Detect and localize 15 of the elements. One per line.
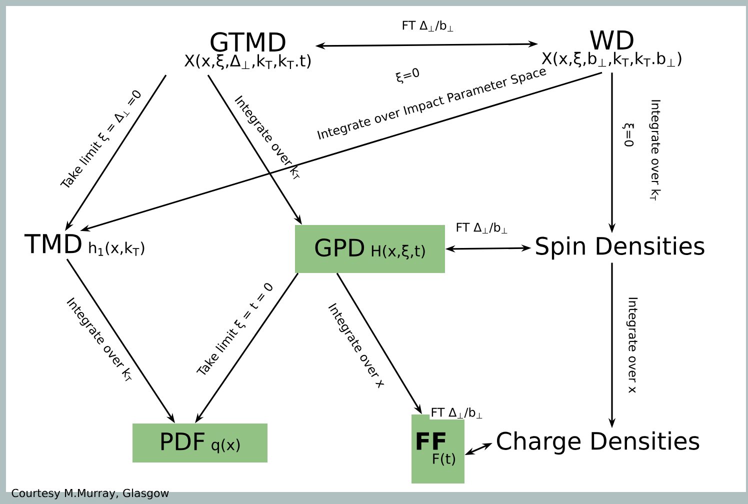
node-label: Charge Densities [496, 431, 700, 455]
edge-label: FT Δ$_{⊥}$/b$_{⊥}$ [454, 222, 510, 234]
node-label: GTMD X(x,ξ,Δ$_{⊥}$,k$_{T}$,k$_{T}$.t) [184, 32, 311, 70]
node-label: WD X(x,ξ,b$_{⊥}$,k$_{T}$,k$_{T}$.b$_{⊥}$) [542, 30, 682, 68]
edge-label: FT Δ$_{⊥}$/b$_{⊥}$ [430, 406, 484, 420]
edge-label: FT Δ$_{⊥}$/b$_{⊥}$ [400, 20, 456, 32]
text-label: ξ=0 [622, 123, 634, 146]
edge-label: Integrate over k$_{T}$ [648, 98, 662, 202]
text-label: Courtesy M.Murray, Glasgow [12, 488, 169, 500]
node-label: Spin Densities [536, 236, 704, 260]
edge-label: Integrate over x [625, 296, 639, 394]
text-label: ξ=0 [396, 68, 420, 84]
node-label: TMD h$_{1}$(x,k$_{T}$) [24, 234, 144, 256]
highlight-box: PDF q(x) [132, 423, 268, 462]
highlight-box: GPD H(x,ξ,t) [295, 225, 445, 273]
